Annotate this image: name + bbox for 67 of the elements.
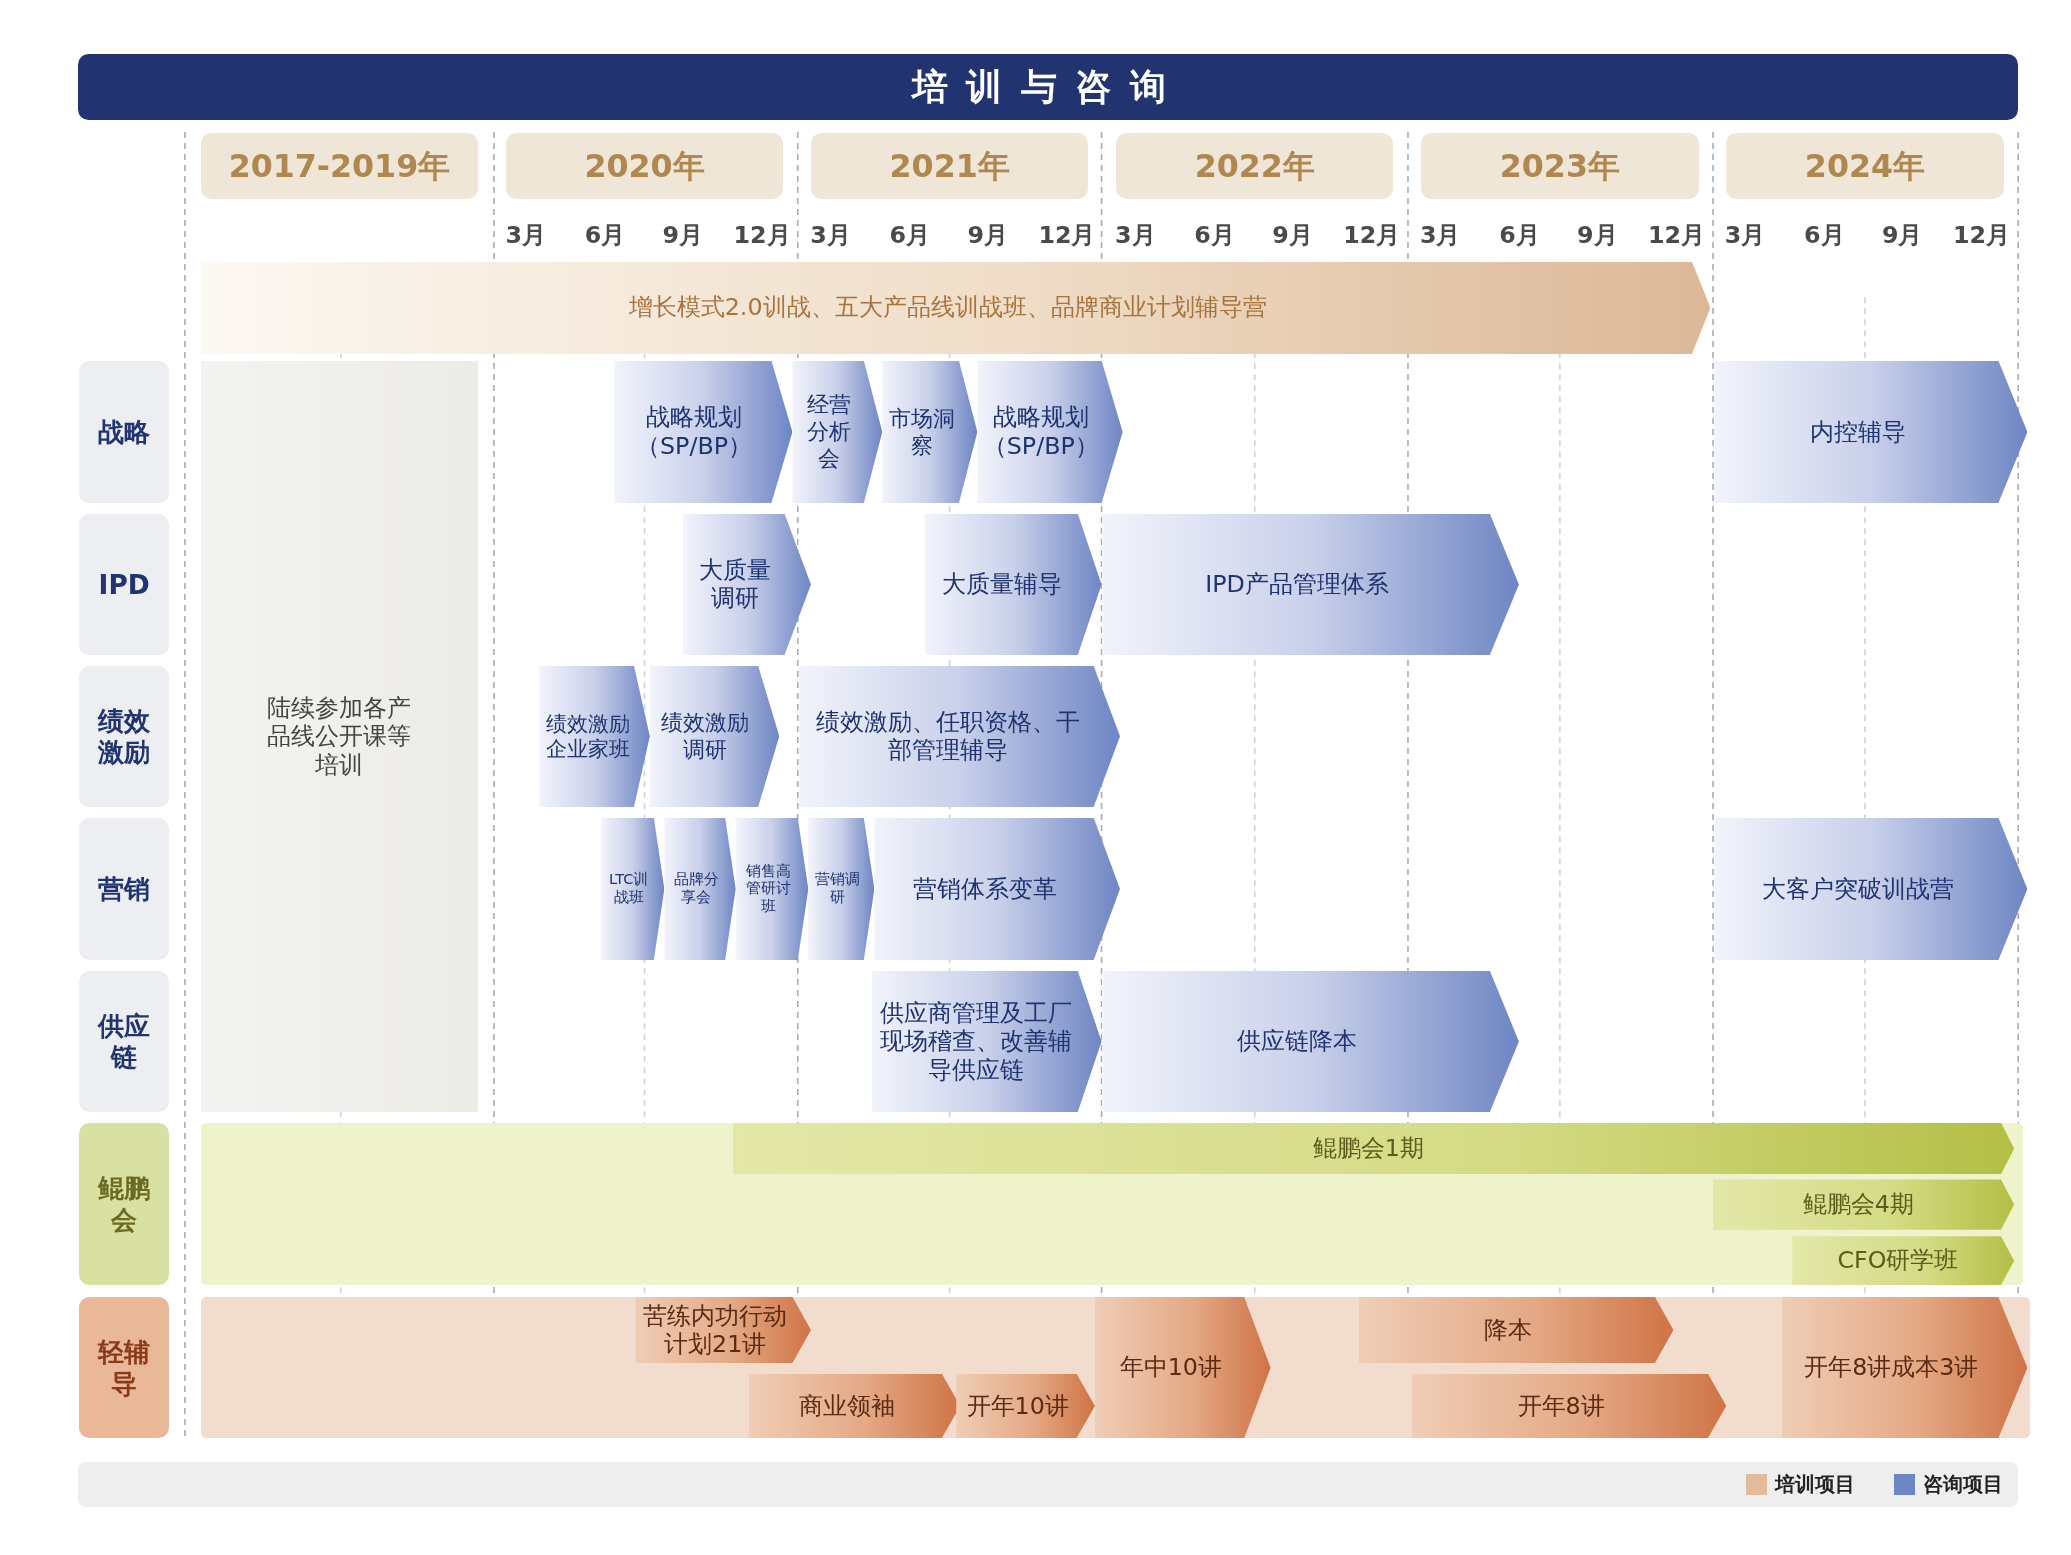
chevron-bar: CFO研学班 <box>1792 1236 2015 1286</box>
month-label: 9月 <box>661 219 705 251</box>
band-background <box>200 1297 2031 1439</box>
month-label: 6月 <box>583 219 627 251</box>
legend-text: 咨询项目 <box>1923 1471 2005 1498</box>
chevron-bar: 战略规划（SP/BP） <box>614 360 793 504</box>
year-header: 2021年 <box>810 133 1089 200</box>
row-label-box: 绩效激励 <box>79 665 170 807</box>
chevron-bar: 开年8讲 <box>1411 1373 1727 1439</box>
chevron-bar: 绩效激励企业家班 <box>538 665 650 807</box>
chevron-bar: 开年8讲成本3讲 <box>1781 1297 2028 1439</box>
year-header: 2017-2019年 <box>200 133 479 200</box>
month-label: 3月 <box>809 219 852 251</box>
chevron-bar: 供应商管理及工厂现场稽查、改善辅导供应链 <box>871 970 1102 1113</box>
month-label: 6月 <box>1803 219 1846 251</box>
band-background <box>200 1122 2024 1286</box>
chevron-bar: IPD产品管理体系 <box>1101 513 1519 656</box>
year-header: 2020年 <box>505 133 784 200</box>
row-label-box: IPD <box>79 513 170 656</box>
month-label: 12月 <box>1951 219 2011 251</box>
side-panel: 陆续参加各产品线公开课等培训 <box>200 360 479 1113</box>
month-label: 6月 <box>1193 219 1236 251</box>
chevron-bar: 鲲鹏会4期 <box>1713 1179 2015 1230</box>
row-label-box: 轻辅导 <box>79 1297 170 1439</box>
month-label: 3月 <box>1723 219 1767 251</box>
chevron-bar: 大质量辅导 <box>924 513 1102 656</box>
row-label-box: 营销 <box>79 817 170 961</box>
month-label: 6月 <box>1498 219 1541 251</box>
month-label: 6月 <box>888 219 931 251</box>
chevron-bar: 经营分析会 <box>792 360 883 504</box>
year-header: 2024年 <box>1726 133 2004 200</box>
chevron-bar: 大客户突破训战营 <box>1714 817 2028 961</box>
month-label: 3月 <box>1114 219 1157 251</box>
chevron-bar: 内控辅导 <box>1714 360 2028 504</box>
legend-text: 培训项目 <box>1775 1471 1857 1498</box>
month-label: 3月 <box>1418 219 1462 251</box>
chevron-bar: 市场洞察 <box>882 360 978 504</box>
chevron-bar: 营销体系变革 <box>874 817 1120 961</box>
chevron-bar: 鲲鹏会1期 <box>733 1122 2015 1175</box>
chevron-bar: 绩效激励、任职资格、干部管理辅导 <box>799 665 1120 807</box>
month-label: 12月 <box>732 219 792 251</box>
month-label: 3月 <box>504 219 547 251</box>
month-label: 12月 <box>1037 219 1097 251</box>
title-bar: 培训与咨询 <box>77 54 2019 121</box>
chevron-bar: LTC训战班 <box>600 817 665 961</box>
chevron-bar: 供应链降本 <box>1101 970 1519 1113</box>
chevron-bar: 品牌分享会 <box>664 817 736 961</box>
chevron-bar: 营销调研 <box>808 817 875 961</box>
row-label-box: 鲲鹏会 <box>79 1122 170 1286</box>
chevron-bar: 战略规划（SP/BP） <box>977 360 1123 504</box>
month-label: 9月 <box>1576 219 1619 251</box>
chevron-bar: 降本 <box>1359 1297 1674 1364</box>
month-label: 9月 <box>966 219 1009 251</box>
month-label: 12月 <box>1647 219 1707 251</box>
month-label: 9月 <box>1880 219 1924 251</box>
row-label-box: 战略 <box>79 360 170 504</box>
row-label-box: 供应链 <box>79 970 170 1113</box>
chevron-bar: 销售高管研讨班 <box>735 817 809 961</box>
chevron-bar: 大质量调研 <box>682 513 811 656</box>
chevron-bar: 开年10讲 <box>956 1373 1095 1439</box>
month-label: 9月 <box>1271 219 1314 251</box>
year-header: 2022年 <box>1116 133 1394 200</box>
chevron-bar: 绩效激励调研 <box>649 665 780 807</box>
month-label: 12月 <box>1342 219 1402 251</box>
chevron-bar: 年中10讲 <box>1094 1297 1271 1439</box>
chevron-bar: 苦练内功行动计划21讲 <box>635 1297 811 1364</box>
year-header: 2023年 <box>1421 133 1699 200</box>
